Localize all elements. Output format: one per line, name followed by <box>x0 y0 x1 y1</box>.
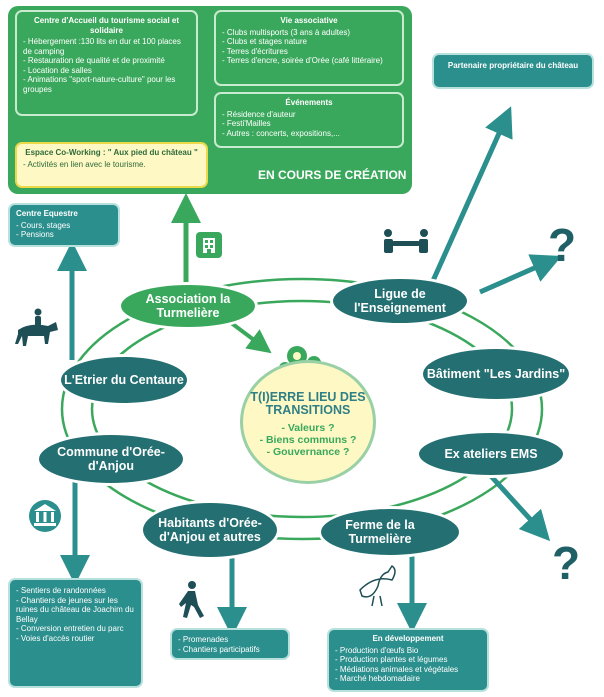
list-item: - Pensions <box>16 230 54 239</box>
partenaire-title: Partenaire propriétaire du château <box>447 61 579 70</box>
node-association: Association la Turmelière <box>118 282 258 330</box>
ferme-box: En développement - Production d'œufs Bio… <box>327 628 489 692</box>
inner-ring <box>90 299 514 519</box>
list-item: - Conversion entretien du parc <box>16 624 124 633</box>
list-item: - Sentiers de randonnées <box>16 586 106 595</box>
question-mark-top: ? <box>548 219 577 271</box>
list-item: - Promenades <box>178 635 229 644</box>
list-item: - Chantiers de jeunes sur les ruines du … <box>16 595 134 624</box>
center-question: - Gouvernance ? <box>266 446 350 458</box>
hen-icon <box>359 564 396 607</box>
commune-box: - Sentiers de randonnées - Chantiers de … <box>8 578 143 688</box>
center-question: - Biens communs ? <box>259 434 357 446</box>
list-item: - Festi'Mailles <box>222 119 271 128</box>
evenements-title: Événements <box>285 98 333 107</box>
centre-equestre-title: Centre Equestre <box>16 209 78 218</box>
question-mark-bottom: ? <box>552 537 581 589</box>
list-item: - Production d'œufs Bio <box>335 645 419 655</box>
list-item: - Terres d'encre, soirée d'Orée (café li… <box>222 56 383 65</box>
outer-ring <box>60 277 544 541</box>
list-item: - Marché hebdomadaire <box>335 674 420 683</box>
museum-icon <box>29 500 61 532</box>
centre-accueil-box: Centre d'Accueil du tourisme social et s… <box>15 10 198 116</box>
walker-icon <box>179 581 204 618</box>
handshake-icon <box>384 229 428 253</box>
list-item: - Voies d'accès routier <box>16 633 95 643</box>
node-ferme: Ferme de la Turmelière <box>318 506 462 558</box>
node-etrier: L'Etrier du Centaure <box>58 354 190 406</box>
list-item: - Chantiers participatifs <box>178 644 260 654</box>
list-item: - Restauration de qualité et de proximit… <box>23 56 165 65</box>
node-commune: Commune d'Orée-d'Anjou <box>36 432 186 486</box>
centre-equestre-box: Centre Equestre - Cours, stages - Pensio… <box>8 203 120 247</box>
list-item: - Clubs et stages nature <box>222 37 307 46</box>
center-title: T(I)ERRE LIEU DES TRANSITIONS <box>250 390 366 417</box>
list-item: - Cours, stages <box>16 220 71 230</box>
node-habitants: Habitants d'Orée-d'Anjou et autres <box>140 500 280 560</box>
list-item: - Autres : concerts, expositions,... <box>222 128 340 138</box>
center-questions: - Valeurs ? - Biens communs ? - Gouverna… <box>260 422 357 458</box>
coworking-title: Espace Co-Working : " Aux pied du châtea… <box>25 148 198 157</box>
list-item: - Clubs multisports (3 ans à adultes) <box>222 27 351 37</box>
list-item: - Production plantes et légumes <box>335 655 448 664</box>
ferme-title: En développement <box>372 634 444 643</box>
list-item: - Résidence d'auteur <box>222 109 296 119</box>
center-node: T(I)ERRE LIEU DES TRANSITIONS - Valeurs … <box>240 360 376 484</box>
list-item: - Activités en lien avec le tourisme. <box>23 159 146 169</box>
coworking-box: Espace Co-Working : " Aux pied du châtea… <box>15 142 208 188</box>
list-item: - Hébergement :130 lits en dur et 100 pl… <box>23 37 181 56</box>
vie-associative-box: Vie associative - Clubs multisports (3 a… <box>214 10 404 86</box>
node-ligue: Ligue de l'Enseignement <box>330 276 470 326</box>
partenaire-box: Partenaire propriétaire du château <box>432 53 594 89</box>
node-ems: Ex ateliers EMS <box>416 430 566 478</box>
vie-associative-title: Vie associative <box>280 16 338 25</box>
list-item: - Terres d'écritures <box>222 46 288 56</box>
list-item: - Médiations animales et végétales <box>335 664 459 674</box>
horse-rider-icon <box>15 308 58 346</box>
center-question: - Valeurs ? <box>281 422 335 434</box>
creation-label: EN COURS DE CRÉATION <box>258 168 407 182</box>
node-batiment: Bâtiment "Les Jardins" <box>420 346 572 402</box>
list-item: - Location de salles <box>23 65 92 75</box>
evenements-box: Événements - Résidence d'auteur - Festi'… <box>214 92 404 148</box>
list-item: - Animations "sport-nature-culture" pour… <box>23 75 176 94</box>
habitants-box: - Promenades - Chantiers participatifs <box>170 628 290 660</box>
centre-accueil-title: Centre d'Accueil du tourisme social et s… <box>33 16 180 35</box>
building-icon <box>196 232 222 258</box>
